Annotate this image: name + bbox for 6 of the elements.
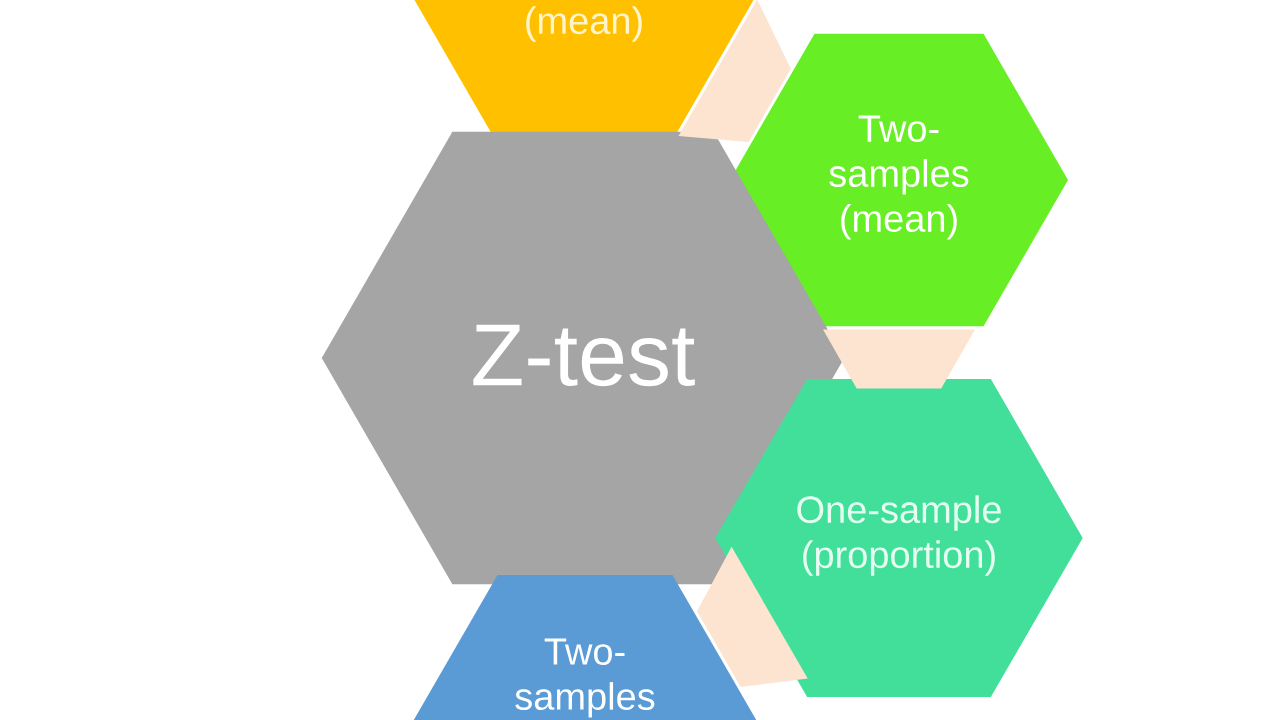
hexagon: Two- samples — [410, 574, 760, 720]
trapezoid-connector — [697, 546, 808, 688]
trapezoid-connector — [823, 329, 975, 389]
hexagon: One-sample (proportion) — [715, 378, 1083, 698]
trapezoid-connector — [678, 0, 791, 142]
hexagon: Two- samples (mean) — [730, 33, 1068, 327]
